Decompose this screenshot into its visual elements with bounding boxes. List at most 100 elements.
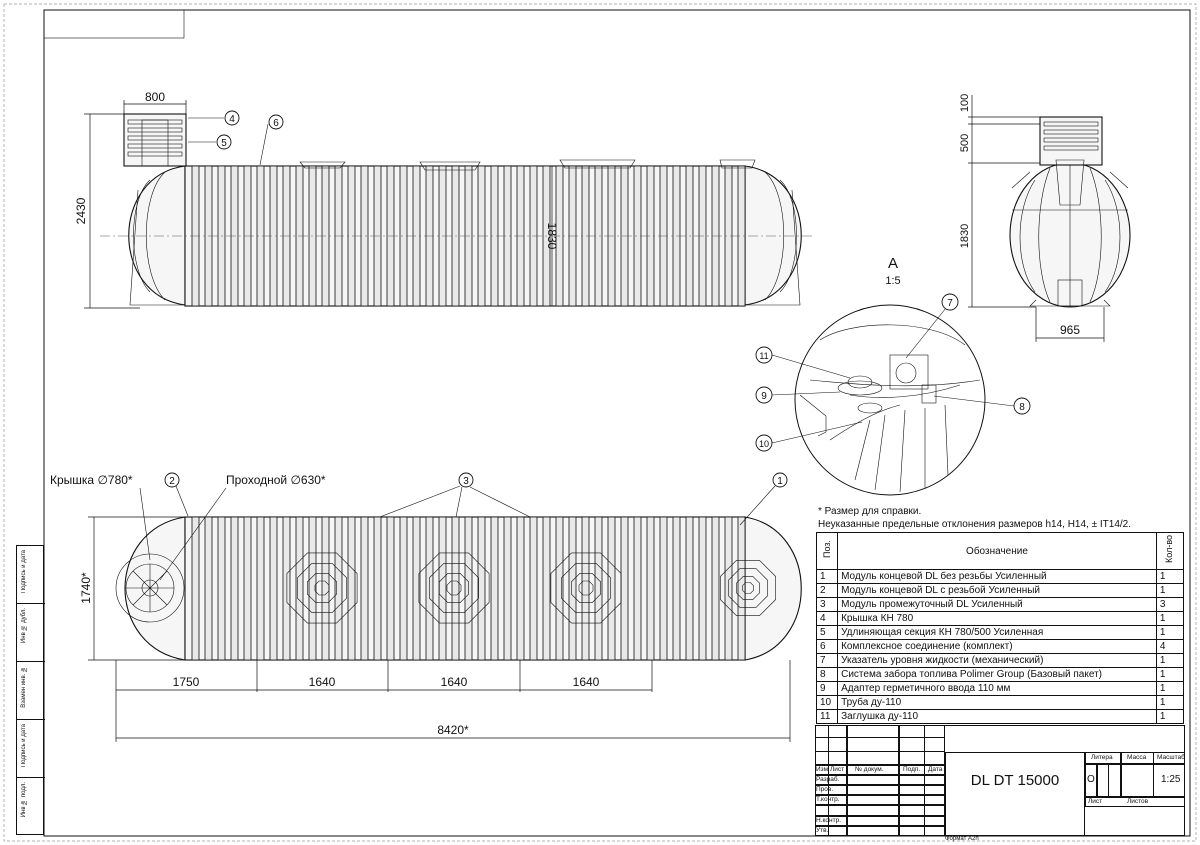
- tb-scale-value: 1:25: [1161, 774, 1181, 785]
- callout-10: 10: [759, 439, 769, 449]
- end-dim-extension: 500: [959, 134, 971, 152]
- tb-izm: Изм: [816, 766, 829, 773]
- parts-cell-qty: 1: [1155, 625, 1185, 640]
- parts-cell-name: Модуль промежуточный DL Усиленный: [837, 597, 1157, 612]
- header-pos: Поз.: [815, 532, 839, 570]
- outer-trim-border: [3, 3, 1197, 842]
- plan-rib: [230, 516, 239, 661]
- plan-rib: [620, 516, 629, 661]
- plan-rib: [711, 516, 720, 661]
- parts-cell-pos: 1: [815, 569, 839, 584]
- plan-hatch-4: [719, 559, 777, 617]
- dim-seg-4: 1640: [573, 675, 600, 689]
- plan-rib: [594, 516, 603, 661]
- parts-cell-name: Модуль концевой DL без резьбы Усиленный: [837, 569, 1157, 584]
- side-view: 800 2430 1830 4 5 6: [74, 90, 815, 309]
- parts-cell-pos: 8: [815, 667, 839, 682]
- drawing-notes: * Размер для справки. Неуказанные предел…: [818, 505, 1131, 531]
- parts-cell-pos: 9: [815, 681, 839, 696]
- end-view: 100 500 1830 965: [959, 94, 1131, 342]
- tb-utv: Утв.: [816, 827, 829, 834]
- tb-doc: № докум.: [855, 766, 884, 773]
- parts-cell-name: Удлиняющая секция КН 780/500 Усиленная: [837, 625, 1157, 640]
- plan-rib: [412, 516, 421, 661]
- parts-cell-qty: 1: [1155, 583, 1185, 598]
- plan-rib: [386, 516, 395, 661]
- callout-3: 3: [463, 476, 469, 487]
- plan-rib: [347, 516, 356, 661]
- tb-sign: Подп.: [903, 766, 921, 773]
- plan-rib: [282, 516, 291, 661]
- callout-11: 11: [759, 351, 768, 361]
- strip-label-1: Подпись и дата: [21, 550, 27, 594]
- side-right-dome: [744, 165, 802, 306]
- dim-body-diameter: 1830: [545, 223, 559, 250]
- drawing-title: DL DT 15000: [970, 772, 1060, 789]
- plan-rib: [256, 516, 265, 661]
- plan-ribs: [191, 516, 746, 661]
- parts-cell-name: Крышка КН 780: [837, 611, 1157, 626]
- plan-rib: [737, 516, 746, 661]
- parts-cell-qty: 1: [1155, 611, 1185, 626]
- parts-cell-name: Указатель уровня жидкости (механический): [837, 653, 1157, 668]
- plan-right-dome: [744, 516, 802, 661]
- callout-6: 6: [273, 118, 279, 129]
- plan-rib: [672, 516, 681, 661]
- parts-cell-name: Труба ду-110: [837, 695, 1157, 710]
- parts-cell-pos: 11: [815, 709, 839, 724]
- dim-total-length: 8420*: [437, 723, 469, 737]
- end-dim-body: 1830: [959, 224, 971, 248]
- tb-sheet: Лист: [1088, 798, 1103, 805]
- plan-rib: [542, 516, 551, 661]
- plan-rib: [191, 516, 200, 661]
- parts-cell-name: Заглушка ду-110: [837, 709, 1157, 724]
- tb-list: Лист: [830, 766, 845, 773]
- plan-rib: [438, 516, 447, 661]
- plan-rib: [646, 516, 655, 661]
- plan-rib: [204, 516, 213, 661]
- parts-cell-qty: 1: [1155, 569, 1185, 584]
- end-dim-base: 965: [1060, 323, 1080, 337]
- tb-mass: Масса: [1127, 754, 1147, 761]
- plan-rib: [217, 516, 226, 661]
- plan-rib: [516, 516, 525, 661]
- strip-label-2: Инв № дубл.: [21, 608, 27, 644]
- plan-rib: [451, 516, 460, 661]
- plan-rib: [477, 516, 486, 661]
- plan-rib: [490, 516, 499, 661]
- plan-rib: [269, 516, 278, 661]
- callout-9: 9: [761, 391, 767, 402]
- end-dim-top: 100: [959, 94, 971, 112]
- detail-label: A: [888, 255, 898, 272]
- plan-rib: [360, 516, 369, 661]
- callout-8: 8: [1019, 402, 1025, 413]
- plan-rib: [607, 516, 616, 661]
- parts-cell-qty: 1: [1155, 695, 1185, 710]
- plan-rib: [568, 516, 577, 661]
- dim-seg-3: 1640: [441, 675, 468, 689]
- plan-cover-780: [115, 553, 185, 623]
- parts-cell-qty: 1: [1155, 709, 1185, 724]
- drawing-frame: [43, 9, 1191, 837]
- dim-plan-width: 1740*: [79, 572, 93, 604]
- callout-1: 1: [777, 476, 783, 487]
- dim-total-height: 2430: [74, 197, 88, 224]
- note-reference: * Размер для справки.: [818, 506, 922, 517]
- tb-scale-label: Масштаб: [1157, 754, 1185, 761]
- header-qty: Кол-во: [1155, 532, 1185, 570]
- plan-rib: [555, 516, 564, 661]
- tb-sheets: Листов: [1127, 798, 1149, 805]
- plan-left-dome: [124, 516, 186, 661]
- parts-cell-name: Комплексное соединение (комплект): [837, 639, 1157, 654]
- label-passage: Проходной ∅630*: [226, 473, 326, 487]
- plan-rib: [243, 516, 252, 661]
- callout-5: 5: [221, 138, 227, 149]
